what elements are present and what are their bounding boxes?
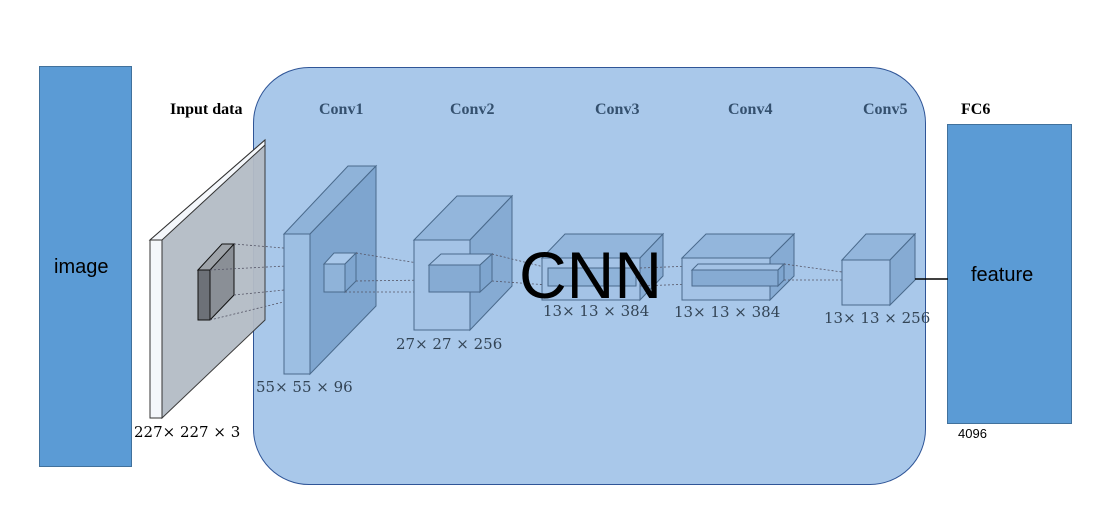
dim-fc6: 4096 — [958, 426, 987, 441]
conv1-volume — [282, 164, 378, 376]
image-block: image — [39, 66, 132, 467]
feature-block-label: feature — [971, 264, 1034, 286]
header-conv2: Conv2 — [450, 101, 495, 118]
conv4-conv5-connectors — [783, 263, 843, 281]
header-conv4: Conv4 — [728, 101, 773, 118]
conv2-conv3-connectors — [491, 253, 549, 286]
dim-conv5: 13× 13 × 256 — [824, 309, 931, 327]
feature-block: feature — [947, 124, 1072, 424]
image-block-label: image — [54, 256, 109, 278]
dim-conv3: 13× 13 × 384 — [543, 302, 650, 320]
input-volume — [148, 138, 266, 420]
dim-input: 227× 227 × 3 — [134, 423, 241, 441]
conv3-conv4-connectors — [639, 265, 693, 287]
header-fc6: FC6 — [961, 101, 991, 118]
dim-conv1: 55× 55 × 96 — [256, 378, 353, 396]
conv5-volume — [840, 232, 917, 307]
header-input-data: Input data — [170, 101, 243, 118]
conv4-volume — [680, 232, 796, 302]
conv2-volume — [412, 194, 514, 332]
header-conv5: Conv5 — [863, 101, 908, 118]
dim-conv4: 13× 13 × 384 — [674, 303, 781, 321]
dim-conv2: 27× 27 × 256 — [396, 335, 503, 353]
cnn-label: CNN — [519, 238, 662, 312]
header-conv1: Conv1 — [319, 101, 364, 118]
conv3-volume — [540, 232, 665, 302]
header-conv3: Conv3 — [595, 101, 640, 118]
